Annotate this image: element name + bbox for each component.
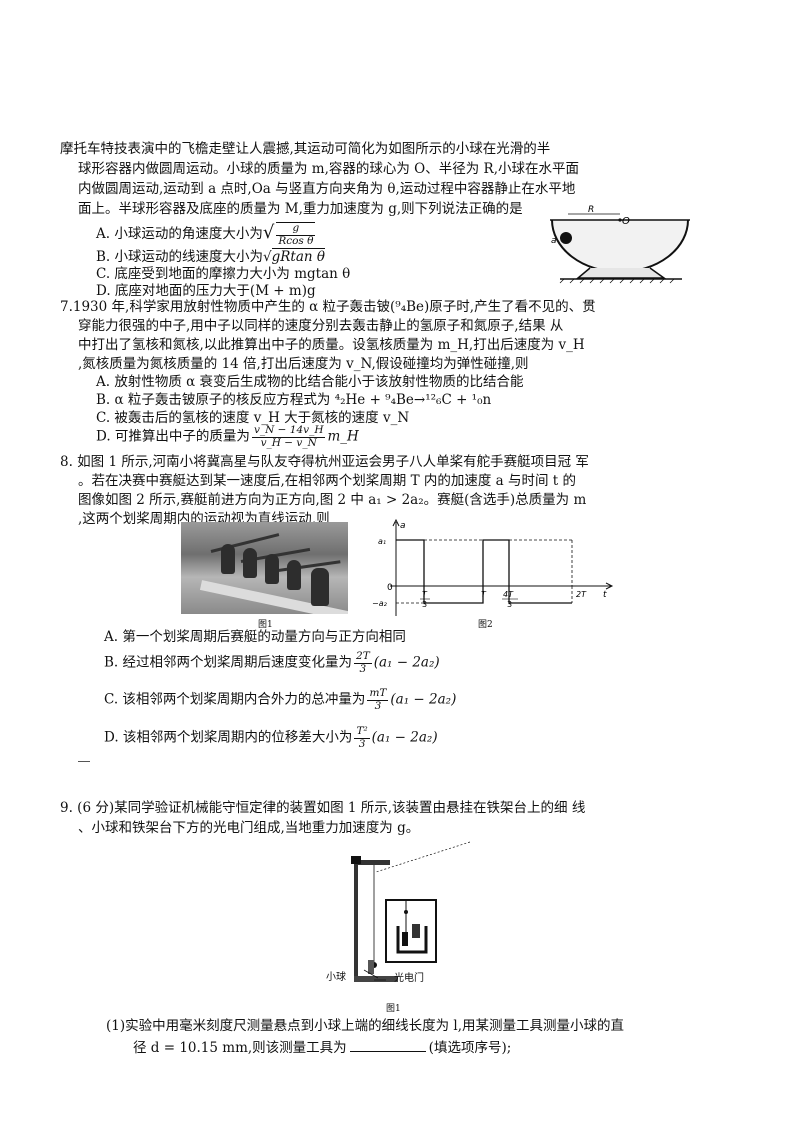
q7-line1: 7.1930 年,科学家用放射性物质中产生的 α 粒子轰击铍(⁹₄Be)原子时,… [60, 299, 596, 315]
q7-option-b: B. α 粒子轰击铍原子的核反应方程式为 ⁴₂He + ⁹₄Be→¹²₆C + … [96, 392, 492, 408]
q8-graph-origin: 0 [387, 583, 393, 593]
q9-inset [385, 899, 437, 963]
q6-figure-o-label: O [622, 216, 630, 227]
q8-option-d-suffix: (a₁ − 2a₂) [371, 729, 438, 746]
q6-line2: 球形容器内做圆周运动。小球的质量为 m,容器的球心为 O、半径为 R,小球在水平… [78, 161, 579, 177]
q7-option-a: A. 放射性物质 α 衰变后生成物的比结合能小于该放射性物质的比结合能 [96, 374, 524, 390]
q8-line2: 。若在决赛中赛艇达到某一速度后,在相邻两个划桨周期 T 内的加速度 a 与时间 … [78, 473, 577, 489]
q8-tick-3a: 3 [422, 600, 427, 609]
q8-option-d-text: D. 该相邻两个划桨周期内的位移差大小为 [104, 729, 353, 746]
q6-figure-a-label: a [551, 236, 557, 246]
q9-label-photogate: 光电门 [394, 973, 424, 984]
q8-tick-4t-over-3: 4T [503, 590, 514, 599]
q6-line3: 内做圆周运动,运动到 a 点时,Oa 与竖直方向夹角为 θ,运动过程中容器静止在… [78, 181, 576, 197]
q8-option-b-suffix: (a₁ − 2a₂) [373, 654, 440, 671]
q9-line2: 、小球和铁架台下方的光电门组成,当地重力加速度为 g。 [78, 820, 420, 836]
q9-sub1-text: 径 d = 10.15 mm,则该测量工具为 [133, 1040, 347, 1056]
q8-acceleration-graph: a t 0 a₁ −a₂ T 3 T 4T 3 2T [372, 518, 614, 616]
q7-option-c: C. 被轰击后的氢核的速度 v_H 大于氮核的速度 v_N [96, 410, 410, 426]
q8-graph-a1-label: a₁ [378, 537, 386, 546]
q8-graph-x-label: t [603, 590, 607, 600]
q9-line1: 9. (6 分)某同学验证机械能守恒定律的装置如图 1 所示,该装置由悬挂在铁架… [60, 800, 586, 816]
q8-tick-2t: 2T [576, 590, 587, 599]
q9-figure-caption: 图1 [386, 1004, 401, 1014]
q8-graph-a2-label: −a₂ [372, 599, 388, 608]
q8-graph-line [396, 539, 572, 604]
q6-option-b: B. 小球运动的线速度大小为√gRtan θ [96, 248, 326, 265]
q6-ball [560, 232, 572, 244]
q8-graph-y-label: a [400, 521, 406, 531]
page-scan-mark [78, 761, 90, 762]
q6-center-point [618, 218, 622, 222]
q8-option-c-text: C. 该相邻两个划桨周期内合外力的总冲量为 [104, 691, 366, 708]
q9-apparatus-figure [351, 841, 470, 982]
q9-sub1-line2: 径 d = 10.15 mm,则该测量工具为 (填选项序号); [133, 1039, 511, 1056]
q8-option-b-text: B. 经过相邻两个划桨周期后速度变化量为 [104, 654, 353, 671]
q8-option-c-suffix: (a₁ − 2a₂) [390, 691, 457, 708]
q6-option-b-text: B. 小球运动的线速度大小为 [96, 249, 264, 265]
q8-line3: 图像如图 2 所示,赛艇前进方向为正方向,图 2 中 a₁ > 2a₂。赛艇(含… [78, 492, 587, 508]
q8-figure1-caption: 图1 [258, 620, 273, 630]
q6-figure-r-label: R [588, 205, 594, 215]
q6-option-d: D. 底座对地面的压力大于(M + m)g [96, 283, 316, 299]
q6-option-a-text: A. 小球运动的角速度大小为 [96, 226, 263, 243]
q7-line2: 穿能力很强的中子,用中子以同样的速度分别去轰击静止的氢原子和氮原子,结果 从 [78, 318, 564, 334]
q8-tick-3b: 3 [507, 600, 512, 609]
q9-sub1-line1: (1)实验中用毫米刻度尺测量悬点到小球上端的细线长度为 l,用某测量工具测量小球… [106, 1018, 625, 1034]
q6-bowl-figure: R O a [550, 205, 690, 284]
q7-option-d-text: D. 可推算出中子的质量为 [96, 428, 250, 445]
q9-label-ball: 小球 [326, 972, 346, 983]
q8-line1: 8. 如图 1 所示,河南小将冀高星与队友夺得杭州亚运会男子八人单桨有舵手赛艇项… [60, 454, 589, 470]
q8-figure2-caption: 图2 [478, 620, 493, 630]
q7-line4: ,氮核质量为氮核质量的 14 倍,打出后速度为 v_N,假设碰撞均为弹性碰撞,则 [78, 356, 529, 372]
q9-sub1-suffix: (填选项序号); [428, 1040, 512, 1056]
q8-tick-t: T [481, 590, 487, 599]
q8-rowing-photo [181, 522, 348, 614]
q6-option-b-radicand: gRtan θ [271, 248, 326, 265]
q7-option-d-suffix: m_H [327, 428, 359, 445]
q6-line4: 面上。半球形容器及底座的质量为 M,重力加速度为 g,则下列说法正确的是 [78, 201, 523, 217]
q6-option-c: C. 底座受到地面的摩擦力大小为 mgtan θ [96, 266, 351, 282]
q8-option-a: A. 第一个划桨周期后赛艇的动量方向与正方向相同 [104, 629, 406, 645]
q9-answer-blank[interactable] [349, 1039, 426, 1052]
q7-line3: 中打出了氢核和氮核,以此推算出中子的质量。设氢核质量为 m_H,打出后速度为 v… [78, 337, 585, 353]
q8-tick-t-over-3: T [422, 590, 428, 599]
q6-line1: 摩托车特技表演中的飞檐走壁让人震撼,其运动可简化为如图所示的小球在光滑的半 [60, 141, 551, 157]
